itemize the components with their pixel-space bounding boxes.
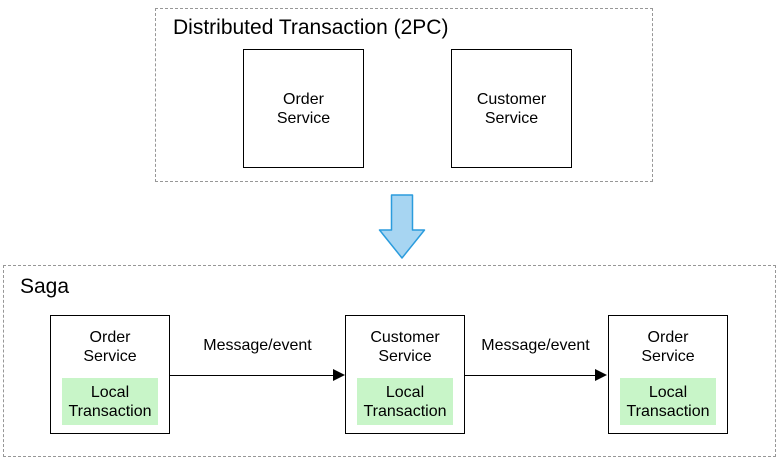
service-box-label: Order Service [641,329,695,365]
group-title-saga: Saga [20,275,70,298]
service-box-order-2pc: Order Service [243,49,364,168]
message-arrow-1 [170,370,345,380]
message-arrow-label-2: Message/event [481,337,590,354]
message-arrow-label-1: Message/event [203,337,312,354]
service-box-customer-2pc: Customer Service [451,49,572,168]
service-box-customer-saga: Customer Service Local Transaction [345,315,465,434]
down-arrow-shape [378,194,426,259]
group-saga: Saga Order Service Local Transaction Mes… [3,265,776,457]
service-box-label: Customer Service [370,329,440,365]
service-box-label: Customer Service [476,90,547,127]
group-title-distributed-transaction: Distributed Transaction (2PC) [173,16,449,39]
service-box-label: Order Service [276,90,331,127]
service-box-order-saga-1: Order Service Local Transaction [50,315,170,434]
down-arrow-icon [378,194,426,259]
group-distributed-transaction-2pc: Distributed Transaction (2PC) Order Serv… [155,8,653,182]
local-transaction-box: Local Transaction [620,378,716,425]
message-arrow-2 [464,370,607,380]
local-transaction-box: Local Transaction [62,378,158,425]
local-transaction-box: Local Transaction [357,378,453,425]
service-box-label: Order Service [83,329,137,365]
service-box-order-saga-2: Order Service Local Transaction [608,315,728,434]
